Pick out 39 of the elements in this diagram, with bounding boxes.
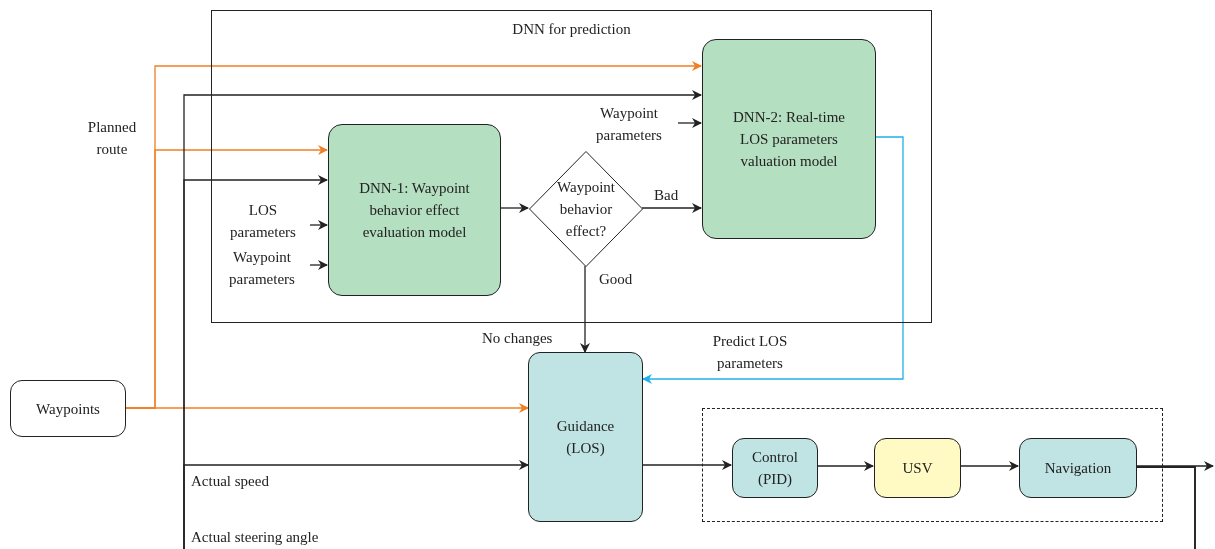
- input-label: Planned route: [86, 118, 138, 159]
- node-text: Waypoint parameters: [228, 248, 296, 289]
- node-text: Navigation: [1044, 459, 1112, 478]
- arrow: [309, 260, 328, 270]
- arrow: [816, 461, 874, 471]
- arrow: [642, 460, 732, 470]
- model-box: [328, 124, 501, 296]
- group-frame: [211, 10, 932, 323]
- node-text: DNN-1: Waypoint behavior effect evaluation model: [358, 179, 471, 242]
- arrow: [309, 220, 328, 230]
- node-text: Control (PID): [751, 448, 799, 489]
- signal-label: Actual steering angle: [191, 528, 319, 547]
- node-text: Waypoints: [36, 399, 100, 419]
- arrow: [959, 461, 1019, 471]
- signal-label: Actual speed: [191, 472, 269, 491]
- branch-label: No changes: [482, 329, 553, 348]
- group-title: DNN for prediction: [512, 20, 631, 39]
- arrow: [580, 265, 590, 353]
- arrow: [125, 403, 529, 413]
- node-text: Waypoint behavior effect?: [556, 178, 616, 241]
- model-box: [702, 39, 876, 239]
- arrow: [642, 136, 904, 384]
- vessel-box: [874, 438, 961, 498]
- input-box: [10, 380, 126, 437]
- node-text: DNN-2: Real-time LOS parameters valuation model: [731, 108, 847, 171]
- arrow: [641, 203, 702, 213]
- process-box: [732, 438, 818, 498]
- process-box: [528, 352, 643, 522]
- arrow: [499, 203, 529, 213]
- arrow: [1135, 461, 1214, 471]
- arrow: [183, 460, 1196, 549]
- node-text: Guidance (LOS): [555, 417, 616, 458]
- node-text: Waypoint parameters: [595, 104, 663, 145]
- arrow: [677, 118, 702, 128]
- node-text: LOS parameters: [229, 201, 297, 242]
- dashed-group-box: [702, 408, 1163, 522]
- process-box: [1019, 438, 1137, 498]
- decision-diamond: [529, 151, 643, 267]
- node-text: USV: [902, 459, 933, 478]
